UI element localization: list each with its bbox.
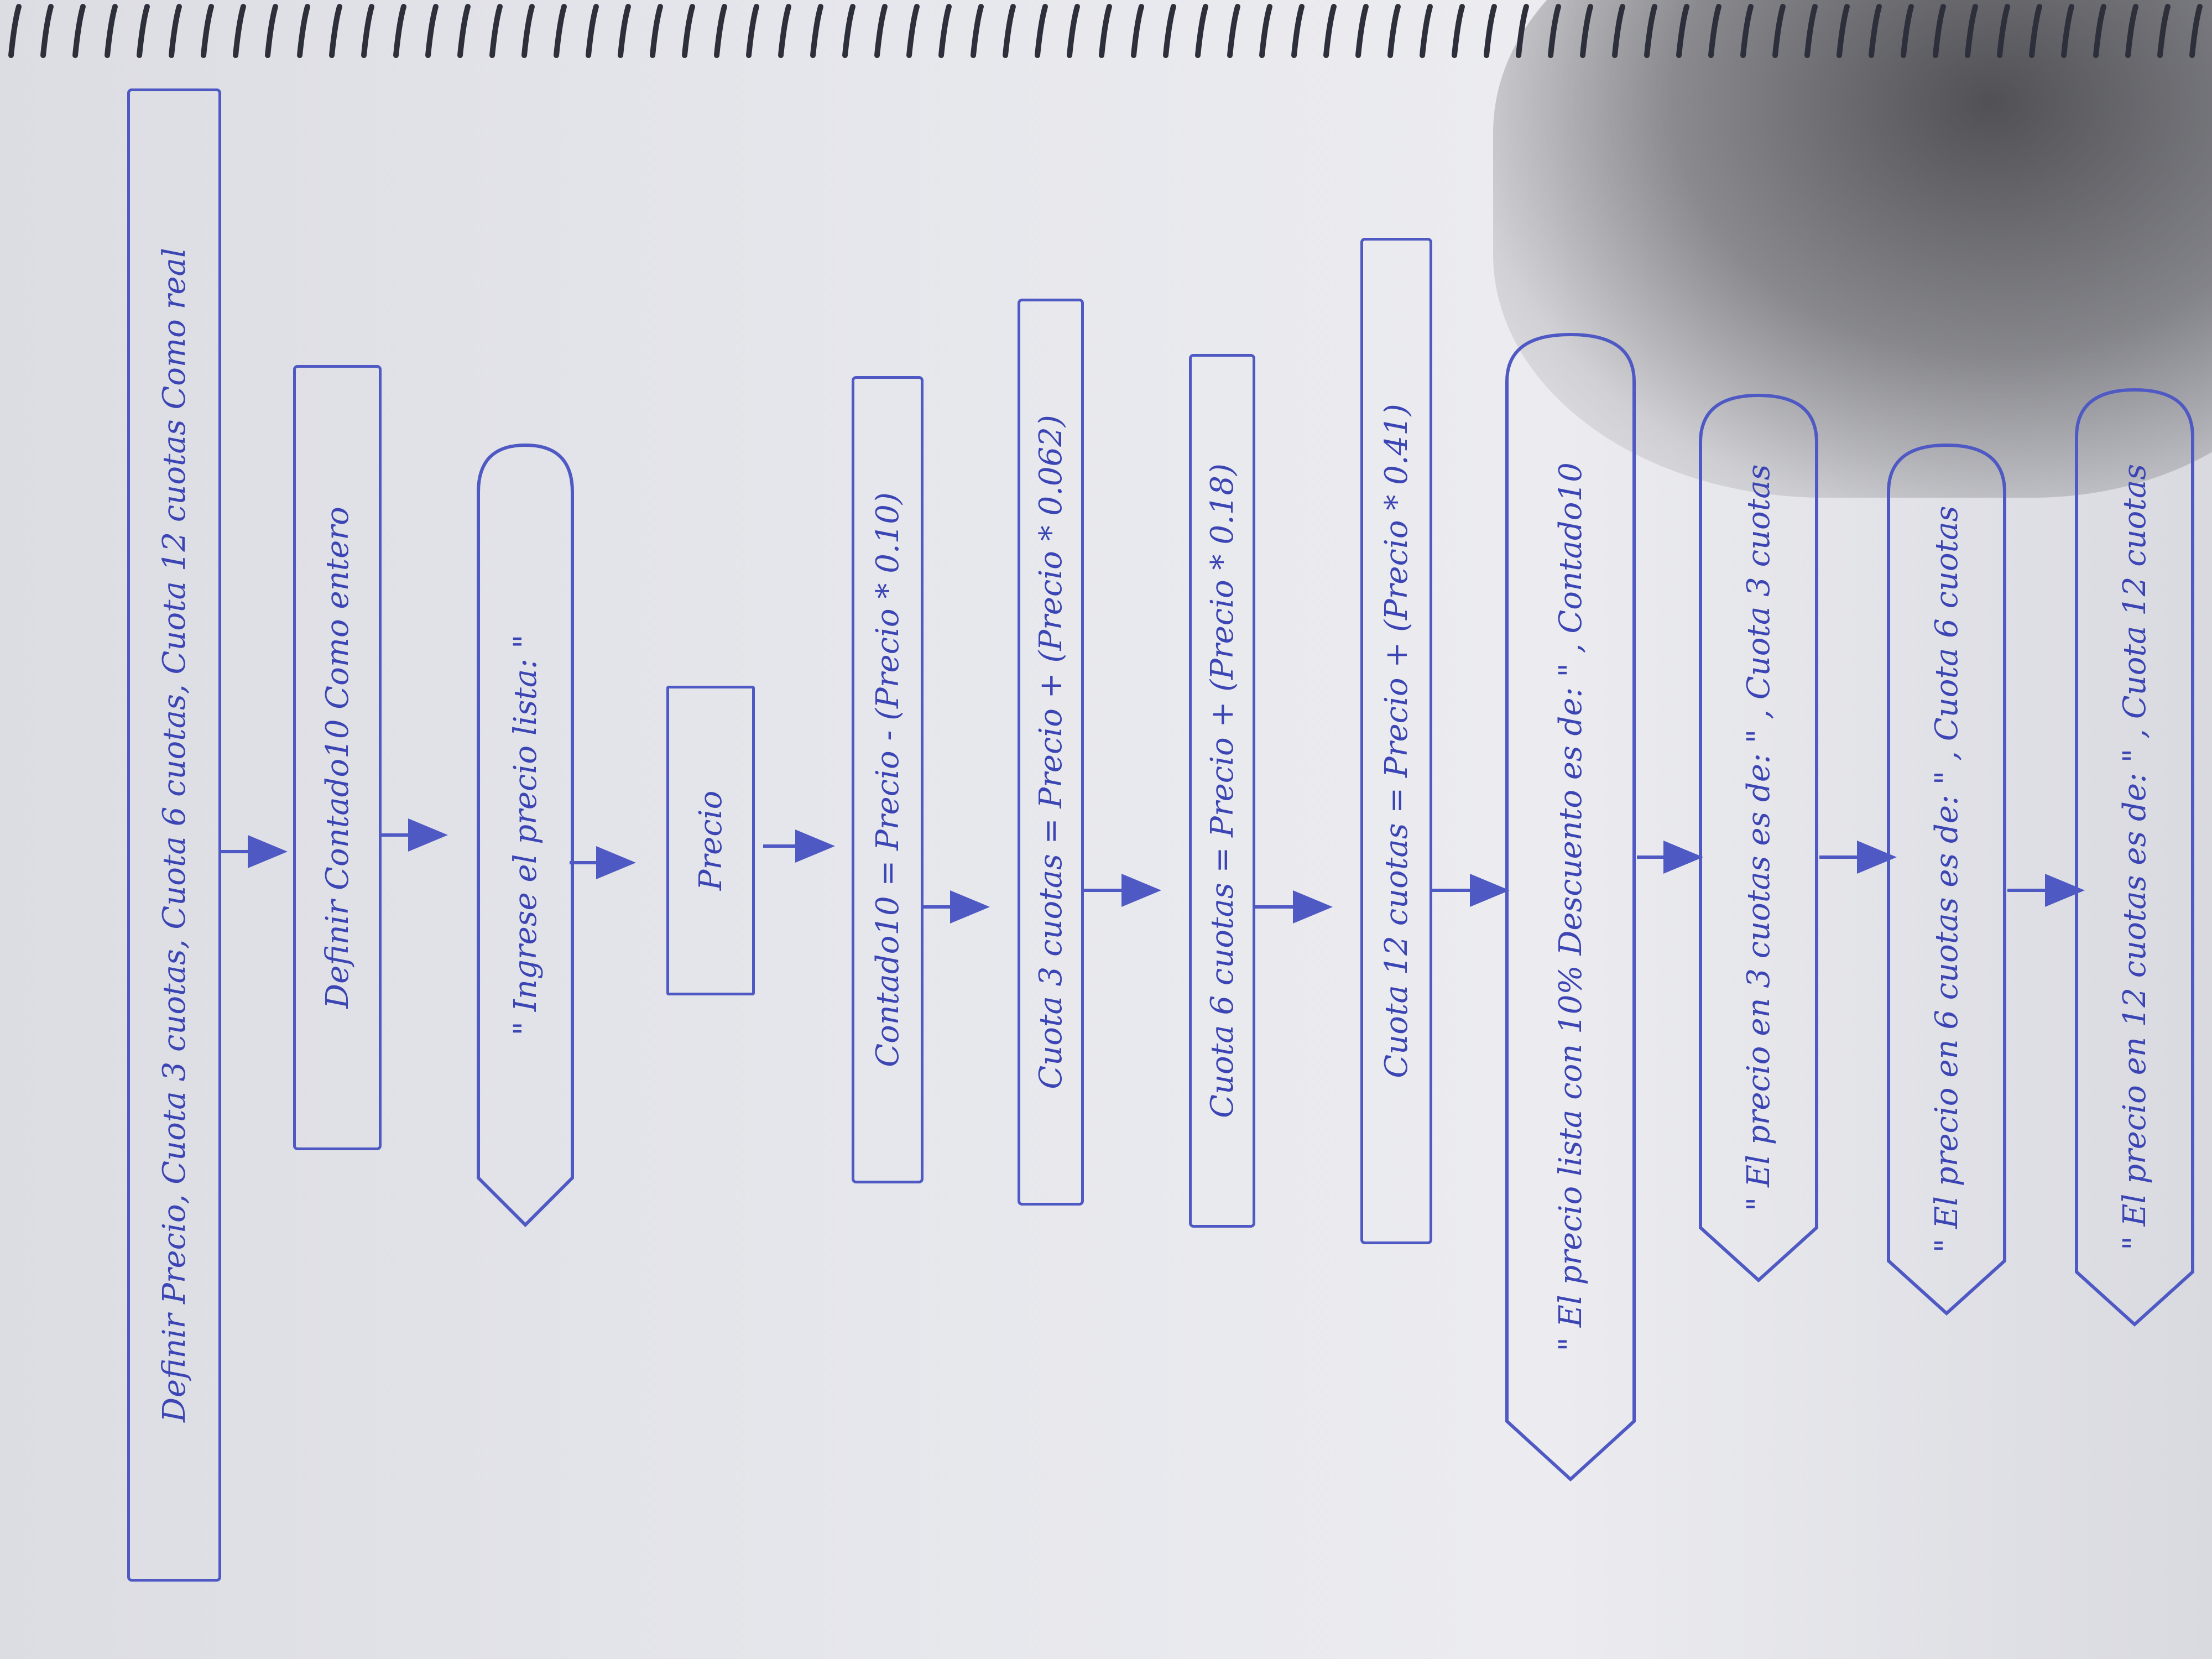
define-variables-box: Definir Precio, Cuota 3 cuotas, Cuota 6 … <box>127 88 221 1582</box>
define-contado-text: Definir Contado10 Como entero <box>319 507 356 1009</box>
spiral-ring <box>938 4 952 58</box>
spiral-ring <box>1355 4 1369 58</box>
spiral-ring <box>2125 4 2138 58</box>
spiral-ring <box>72 4 86 58</box>
spiral-ring <box>8 4 22 58</box>
spiral-ring <box>810 4 823 58</box>
spiral-ring <box>1804 4 1818 58</box>
spiral-ring <box>521 4 535 58</box>
define-variables-text: Definir Precio, Cuota 3 cuotas, Cuota 6 … <box>156 248 192 1422</box>
spiral-ring <box>1837 4 1850 58</box>
input-precio-text: Precio <box>692 790 729 891</box>
spiral-ring <box>1708 4 1721 58</box>
spiral-ring <box>1901 4 1914 58</box>
spiral-ring <box>1516 4 1529 58</box>
spiral-ring <box>489 4 503 58</box>
define-contado-box: Definir Contado10 Como entero <box>293 365 382 1150</box>
output-contado-text: " El precio lista con 10% Descuento es d… <box>1552 462 1589 1352</box>
spiral-ring <box>1772 4 1786 58</box>
input-precio-box: Precio <box>666 686 755 995</box>
spiral-ring <box>1227 4 1240 58</box>
output-3-cuotas-text: " El precio en 3 cuotas es de: " , Cuota… <box>1740 464 1777 1212</box>
spiral-ring <box>1676 4 1689 58</box>
spiral-ring <box>1131 4 1144 58</box>
spiral-ring <box>1323 4 1337 58</box>
spiral-ring <box>2029 4 2042 58</box>
spiral-ring <box>297 4 310 58</box>
spiral-ring <box>682 4 695 58</box>
spiral-ring <box>361 4 374 58</box>
spiral-ring <box>2189 4 2203 58</box>
calc-3-cuotas-box: Cuota 3 cuotas = Precio + (Precio * 0.06… <box>1018 299 1084 1206</box>
calc-3-cuotas-text: Cuota 3 cuotas = Precio + (Precio * 0.06… <box>1032 415 1069 1089</box>
spiral-ring <box>329 4 342 58</box>
spiral-ring <box>874 4 888 58</box>
spiral-ring <box>1644 4 1657 58</box>
spiral-ring <box>2157 4 2171 58</box>
spiral-ring <box>2061 4 2074 58</box>
spiral-ring <box>1997 4 2010 58</box>
calc-6-cuotas-text: Cuota 6 cuotas = Precio + (Precio * 0.18… <box>1204 463 1240 1118</box>
spiral-ring <box>425 4 439 58</box>
output-6-cuotas-box: " El precio en 6 cuotas es de: " , Cuota… <box>1886 442 2007 1316</box>
spiral-ring <box>971 4 984 58</box>
spiral-ring <box>842 4 855 58</box>
spiral-ring <box>906 4 920 58</box>
spiral-ring <box>201 4 214 58</box>
shadow <box>1493 0 2212 498</box>
spiral-ring <box>40 4 54 58</box>
output-3-cuotas-box: " El precio en 3 cuotas es de: " , Cuota… <box>1698 393 1819 1283</box>
calc-12-cuotas-text: Cuota 12 cuotas = Precio + (Precio * 0.4… <box>1378 404 1415 1078</box>
spiral-ring <box>1740 4 1754 58</box>
spiral-ring <box>554 4 567 58</box>
spiral-ring <box>1003 4 1016 58</box>
calc-contado-text: Contado10 = Precio - (Precio * 0.10) <box>869 492 906 1067</box>
spiral-ring <box>1548 4 1561 58</box>
output-contado-box: " El precio lista con 10% Descuento es d… <box>1504 332 1637 1482</box>
spiral-ring <box>1099 4 1112 58</box>
spiral-ring <box>1067 4 1080 58</box>
spiral-ring <box>1035 4 1048 58</box>
spiral-ring <box>1420 4 1433 58</box>
spiral-ring <box>1195 4 1208 58</box>
output-12-cuotas-box: " El precio en 12 cuotas es de: " , Cuot… <box>2074 387 2195 1327</box>
spiral-ring <box>1612 4 1625 58</box>
calc-6-cuotas-box: Cuota 6 cuotas = Precio + (Precio * 0.18… <box>1189 354 1255 1228</box>
spiral-ring <box>1259 4 1272 58</box>
prompt-display-text: " Ingrese el precio lista: " <box>507 634 544 1036</box>
spiral-ring <box>586 4 599 58</box>
spiral-ring <box>105 4 118 58</box>
prompt-display-box: " Ingrese el precio lista: " <box>476 442 575 1228</box>
spiral-ring <box>1580 4 1593 58</box>
spiral-ring <box>393 4 406 58</box>
spiral-ring <box>233 4 246 58</box>
spiral-ring <box>169 4 182 58</box>
spiral-ring <box>650 4 663 58</box>
output-12-cuotas-text: " El precio en 12 cuotas es de: " , Cuot… <box>2116 464 2153 1250</box>
spiral-ring <box>714 4 727 58</box>
spiral-ring <box>1965 4 1978 58</box>
spiral-ring <box>457 4 471 58</box>
spiral-ring <box>1291 4 1305 58</box>
spiral-ring <box>1869 4 1882 58</box>
spiral-ring <box>618 4 631 58</box>
calc-12-cuotas-box: Cuota 12 cuotas = Precio + (Precio * 0.4… <box>1360 238 1432 1244</box>
spiral-ring <box>1163 4 1176 58</box>
spiral-ring <box>778 4 791 58</box>
spiral-ring <box>1933 4 1946 58</box>
spiral-ring <box>2093 4 2106 58</box>
spiral-ring <box>1484 4 1497 58</box>
spiral-ring <box>746 4 759 58</box>
calc-contado-box: Contado10 = Precio - (Precio * 0.10) <box>852 376 924 1183</box>
output-6-cuotas-text: " El precio en 6 cuotas es de: " , Cuota… <box>1928 505 1965 1253</box>
spiral-ring <box>1387 4 1401 58</box>
notebook-spiral <box>8 4 2203 58</box>
spiral-ring <box>137 4 150 58</box>
spiral-ring <box>1452 4 1465 58</box>
spiral-ring <box>265 4 278 58</box>
